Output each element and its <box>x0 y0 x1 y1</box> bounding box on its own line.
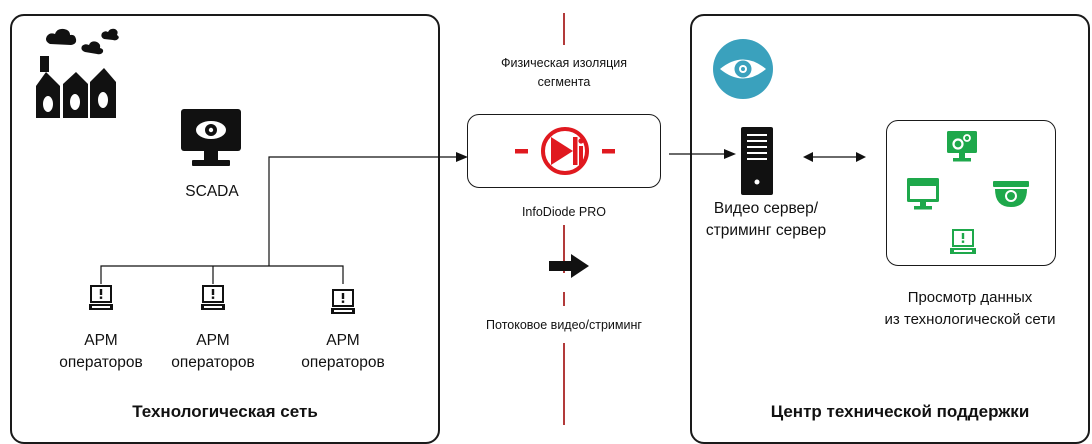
operator-label-2: АРМ операторов <box>163 330 263 374</box>
eye-icon <box>713 39 773 99</box>
tech-network-title: Технологическая сеть <box>132 402 318 421</box>
infodiode-label: InfoDiode PRO <box>521 205 607 219</box>
operator-label-3: АРМ операторов <box>293 330 393 374</box>
segment-divider-middle <box>563 225 565 273</box>
operator-label-line2: операторов <box>59 354 143 371</box>
camera-icon <box>993 181 1029 207</box>
operator-label-line2: операторов <box>301 354 385 371</box>
connection-lines <box>100 149 866 284</box>
isolation-label-line1: Физическая изоляция <box>500 56 628 70</box>
scada-label: SCADA <box>185 183 239 200</box>
gears-monitor-icon <box>947 131 977 162</box>
server-icon <box>741 127 773 195</box>
arrow-right-icon <box>549 254 589 278</box>
operator-label-1: АРМ операторов <box>51 330 151 374</box>
server-label-line2: стриминг сервер <box>705 222 827 239</box>
viewer-label-line1: Просмотр данных <box>907 289 1033 306</box>
viewer-label: Просмотр данных из технологической сети <box>870 287 1070 331</box>
laptop-icon <box>331 289 355 314</box>
operator-label-line1: АРМ <box>326 332 360 349</box>
desktop-icon <box>907 178 939 210</box>
laptop-icon <box>89 285 113 310</box>
laptop-icon <box>201 285 225 310</box>
viewer-box <box>886 120 1056 266</box>
isolation-label-line2: сегмента <box>537 75 591 89</box>
operator-label-line2: операторов <box>171 354 255 371</box>
viewer-label-line2: из технологической сети <box>884 311 1056 328</box>
stream-label: Потоковое видео/стриминг <box>486 318 642 332</box>
segment-divider-bottom <box>563 343 565 425</box>
factory-icon <box>36 28 119 118</box>
operator-label-line1: АРМ <box>84 332 118 349</box>
infodiode-box <box>467 114 661 188</box>
segment-divider-lower <box>563 292 565 306</box>
support-center-title: Центр технической поддержки <box>770 402 1030 421</box>
scada-monitor-icon <box>181 109 241 166</box>
segment-divider-top <box>563 13 565 45</box>
laptop-icon <box>950 229 976 254</box>
isolation-label: Физическая изоляция сегмента <box>479 54 649 92</box>
server-label-line1: Видео сервер/ <box>713 200 819 217</box>
server-label: Видео сервер/ стриминг сервер <box>696 198 836 242</box>
diode-icon <box>515 127 615 175</box>
operator-label-line1: АРМ <box>196 332 230 349</box>
